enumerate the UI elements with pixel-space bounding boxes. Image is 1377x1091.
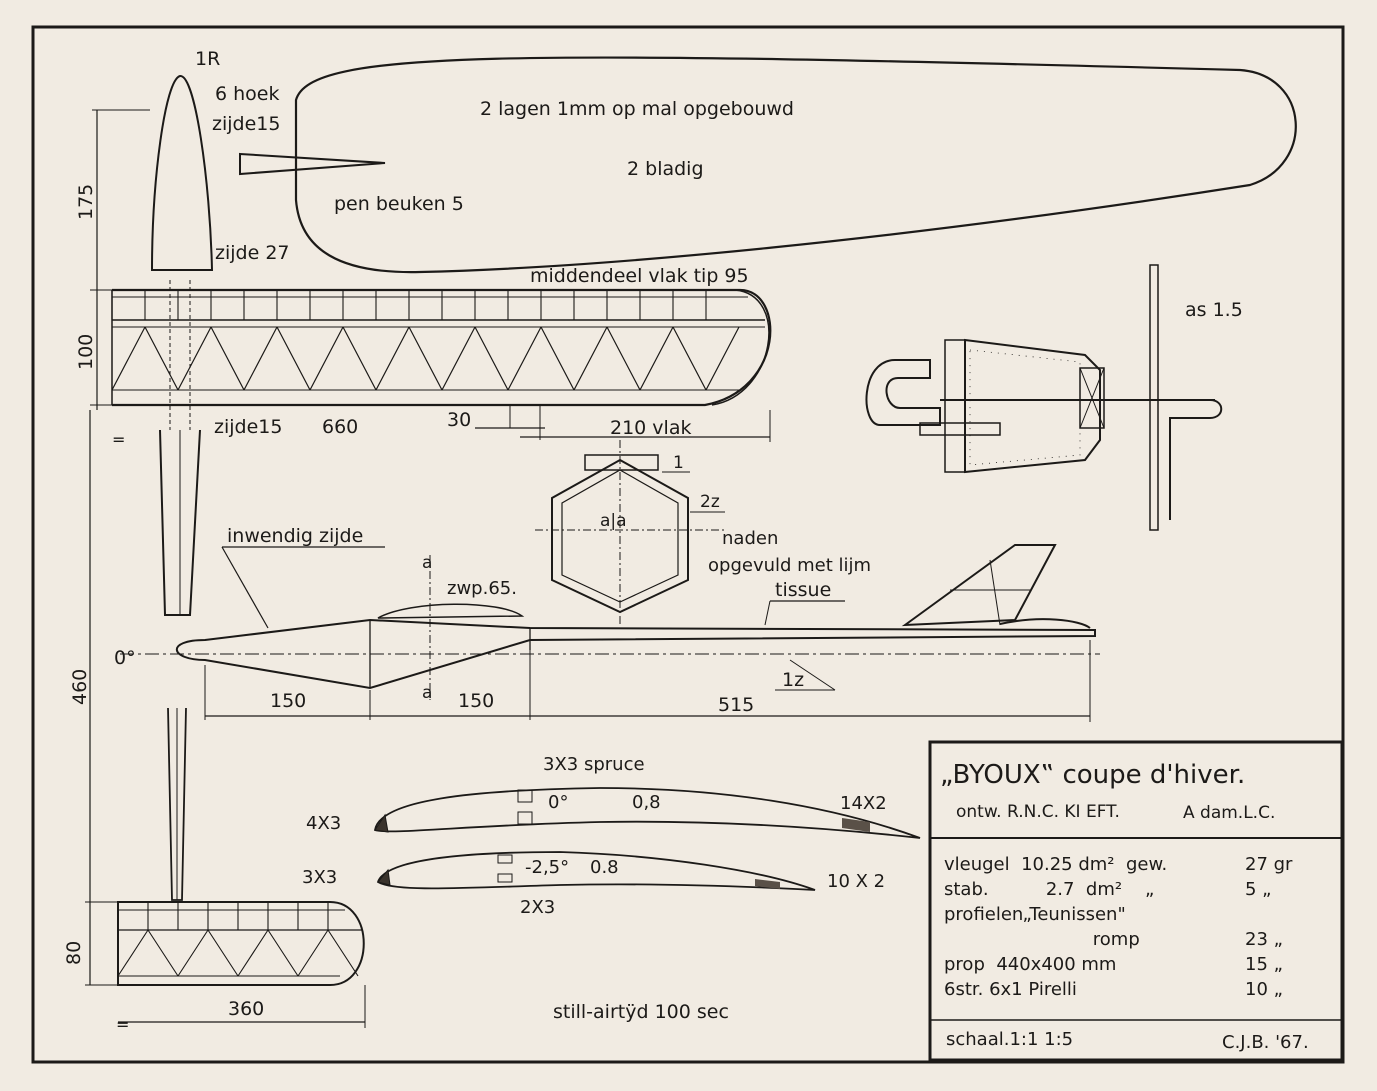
fuselage-side <box>120 544 1100 700</box>
title-text: „BYOUX‟ coupe d'hiver. <box>940 760 1245 790</box>
cg-label: zwp.65. <box>447 578 517 599</box>
dim-150a: 150 <box>270 690 306 712</box>
dim-515: 515 <box>718 694 754 716</box>
pin-note: pen beuken 5 <box>334 193 464 215</box>
root-label: 1R <box>195 48 220 70</box>
dim-360: 360 <box>228 998 264 1020</box>
section-cut: a|a <box>600 511 627 531</box>
stab-centerline: = <box>116 1015 129 1034</box>
cut-a-bot: a <box>422 683 432 703</box>
designer: ontw. R.N.C. KI EFT. <box>956 802 1120 822</box>
nose-block <box>865 264 1223 531</box>
spec-value: 27 gr <box>1245 854 1293 875</box>
camber-top: 0,8 <box>632 792 661 813</box>
blade-note: 2 lagen 1mm op mal opgebouwd <box>480 98 794 120</box>
seams-2: opgevuld met lijm <box>708 555 871 576</box>
inner-side: inwendig zijde <box>227 525 363 547</box>
centerline-mark: = <box>112 430 125 449</box>
dim-175: 175 <box>75 184 97 220</box>
le-top: 4X3 <box>306 813 341 834</box>
side-label: zijde15 <box>212 113 280 135</box>
spruce-label: 3X3 spruce <box>543 754 645 775</box>
stab-profile <box>376 851 816 891</box>
label-1: 1 <box>673 453 684 473</box>
scale: schaal.1:1 1:5 <box>946 1029 1073 1050</box>
cut-a-top: a <box>422 553 432 573</box>
spec-label: stab. 2.7 dm² „ <box>944 879 1154 900</box>
angle-bot: -2,5° <box>525 857 569 878</box>
te-top: 14X2 <box>840 793 887 814</box>
dim-30: 30 <box>447 409 471 431</box>
spec-value: 15 „ <box>1245 954 1283 975</box>
blade-count: 2 bladig <box>627 158 704 180</box>
spec-label: prop 440x400 mm <box>944 954 1116 975</box>
wing-plan <box>111 288 772 407</box>
side-bottom: zijde15 <box>214 416 282 438</box>
spec-label: romp <box>944 929 1140 950</box>
root-side: zijde 27 <box>215 242 290 264</box>
spec-label: profielen„Teunissen" <box>944 904 1126 925</box>
stab-ribs <box>117 902 329 930</box>
spec-label: 6str. 6x1 Pirelli <box>944 979 1077 1000</box>
stab-plan <box>117 707 365 986</box>
zero-deg: 0° <box>114 647 136 669</box>
pylon-top <box>150 75 214 271</box>
spar-bot: 2X3 <box>520 897 555 918</box>
le-bot: 3X3 <box>302 867 337 888</box>
tip-note: middendeel vlak tip 95 <box>530 265 749 287</box>
spec-value: 10 „ <box>1245 979 1283 1000</box>
signature: C.J.B. '67. <box>1222 1032 1309 1053</box>
stab-diagonals <box>117 929 359 977</box>
spec-value: 23 „ <box>1245 929 1283 950</box>
tissue-label: tissue <box>775 579 831 601</box>
dim-80: 80 <box>63 941 85 965</box>
dim-100: 100 <box>75 334 97 370</box>
prop-pin <box>239 152 386 176</box>
dim-460: 460 <box>69 669 91 705</box>
spec-value: 5 „ <box>1245 879 1272 900</box>
label-2z: 2z <box>700 492 720 512</box>
wing-ribs <box>111 290 707 320</box>
dim-150b: 150 <box>458 690 494 712</box>
sheet-border <box>31 25 1345 1064</box>
camber-bot: 0.8 <box>590 857 619 878</box>
club: A dam.L.C. <box>1183 803 1275 823</box>
title-block <box>928 740 1344 1062</box>
spec-rows: vleugel 10.25 dm² gew. 27 gr stab. 2.7 dm²… <box>944 854 1293 1000</box>
te-bot: 10 X 2 <box>827 871 885 892</box>
axle-label: as 1.5 <box>1185 299 1243 321</box>
hex-label: 6 hoek <box>215 83 280 105</box>
fuselage-section <box>535 440 725 625</box>
wing-diagonals <box>111 326 740 391</box>
wing-profile <box>373 787 921 839</box>
propeller-blade <box>294 56 1297 274</box>
seams-1: naden <box>722 528 778 549</box>
angle-top: 0° <box>548 792 568 813</box>
flight-time: still-airtÿd 100 sec <box>553 1001 729 1023</box>
flat-210: 210 vlak <box>610 417 691 439</box>
spec-label: vleugel 10.25 dm² gew. <box>944 854 1167 875</box>
pylon-bottom <box>159 429 201 616</box>
label-1z: 1z <box>782 669 804 691</box>
span-half: 660 <box>322 416 358 438</box>
